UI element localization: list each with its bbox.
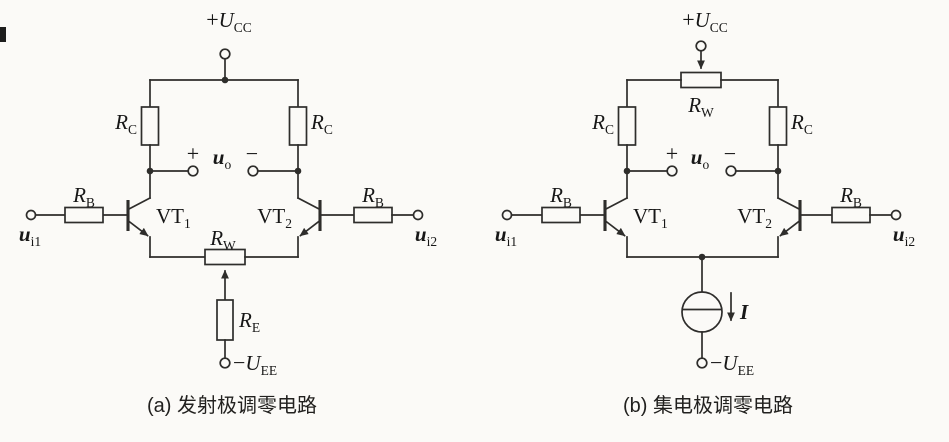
caption-a: (a) 发射极调零电路 — [147, 394, 317, 417]
terminal-out-plus-a — [187, 165, 199, 177]
label-uo-a: uo — [213, 145, 232, 172]
terminal-out-plus-b — [666, 165, 678, 177]
transistor-vt1-b: VT1 — [579, 170, 668, 258]
label-vt2-b: VT2 — [737, 204, 772, 231]
label-current-b: I — [739, 300, 749, 324]
resistor-rc-left-b: RC — [591, 79, 637, 172]
label-vt1-b: VT1 — [633, 204, 668, 231]
resistor-rc-right-b: RC — [768, 79, 813, 172]
label-rb-left-a: RB — [72, 183, 95, 210]
terminal-ui2-b — [890, 209, 902, 221]
terminal-ucc-b — [695, 40, 707, 52]
label-ui2-a: ui2 — [415, 222, 437, 249]
output-uo-a: + uo − — [149, 141, 299, 177]
terminal-ui1-b — [501, 209, 513, 221]
circuit-a: +UCC RC RC + uo − — [19, 7, 437, 417]
caption-b: (b) 集电极调零电路 — [623, 394, 793, 417]
terminal-ui1-a — [25, 209, 37, 221]
label-rb-left-b: RB — [549, 183, 572, 210]
label-rw-a: RW — [209, 226, 236, 253]
resistor-rc-right-a: RC — [288, 79, 333, 172]
label-ucc-a: +UCC — [206, 7, 252, 35]
label-ui1-a: ui1 — [19, 222, 41, 249]
label-rc-right-a: RC — [310, 110, 333, 137]
label-uee-a: −UEE — [233, 350, 277, 378]
resistor-rb-right-a — [353, 206, 393, 224]
junction-dots-b — [623, 167, 782, 261]
transistor-vt2-b: VT2 — [737, 170, 833, 258]
terminal-out-minus-b — [725, 165, 737, 177]
potentiometer-rw-b: RW — [626, 71, 779, 120]
transistor-vt1-a: VT1 — [102, 170, 191, 258]
input-right-a: RB ui2 — [353, 183, 437, 249]
input-right-b: RB ui2 — [831, 183, 915, 249]
circuit-b: +UCC RW RC RC + uo — [495, 7, 915, 417]
label-rc-left-a: RC — [114, 110, 137, 137]
junction-dots-a — [146, 76, 302, 175]
terminal-uee-b — [696, 357, 708, 369]
label-ucc-b: +UCC — [682, 7, 728, 35]
label-out-plus-b: + — [666, 141, 678, 166]
label-uo-b: uo — [691, 145, 710, 172]
label-rc-left-b: RC — [591, 110, 614, 137]
label-rc-right-b: RC — [790, 110, 813, 137]
supply-uee-a: −UEE — [219, 350, 277, 378]
terminal-ucc-a — [219, 48, 231, 60]
supply-uee-b: −UEE — [696, 350, 754, 378]
label-re-a: RE — [238, 308, 260, 335]
label-out-minus-b: − — [724, 141, 736, 166]
scan-artifact — [0, 27, 6, 42]
label-ui2-b: ui2 — [893, 222, 915, 249]
label-vt2-a: VT2 — [257, 204, 292, 231]
label-rb-right-b: RB — [839, 183, 862, 210]
current-source-b: I — [681, 256, 749, 360]
label-out-plus-a: + — [187, 141, 199, 166]
input-left-a: RB ui1 — [19, 183, 104, 249]
terminal-uee-a — [219, 357, 231, 369]
transistor-vt2-a: VT2 — [257, 170, 355, 258]
supply-ucc-a: +UCC — [206, 7, 252, 81]
label-rw-b: RW — [687, 93, 714, 120]
label-rb-right-a: RB — [361, 183, 384, 210]
output-uo-b: + uo − — [626, 141, 779, 177]
resistor-rb-left-a — [64, 206, 104, 224]
resistor-rb-right-b — [831, 206, 871, 224]
input-left-b: RB ui1 — [495, 183, 581, 249]
supply-ucc-b: +UCC — [682, 7, 728, 70]
terminal-ui2-a — [412, 209, 424, 221]
resistor-rc-left-a: RC — [114, 79, 160, 172]
label-ui1-b: ui1 — [495, 222, 517, 249]
resistor-re-a: RE — [216, 299, 260, 360]
potentiometer-rw-a: RW — [149, 226, 299, 301]
resistor-rb-left-b — [541, 206, 581, 224]
label-out-minus-a: − — [246, 141, 258, 166]
current-source-symbol — [681, 291, 723, 333]
label-vt1-a: VT1 — [156, 204, 191, 231]
terminal-out-minus-a — [247, 165, 259, 177]
label-uee-b: −UEE — [710, 350, 754, 378]
